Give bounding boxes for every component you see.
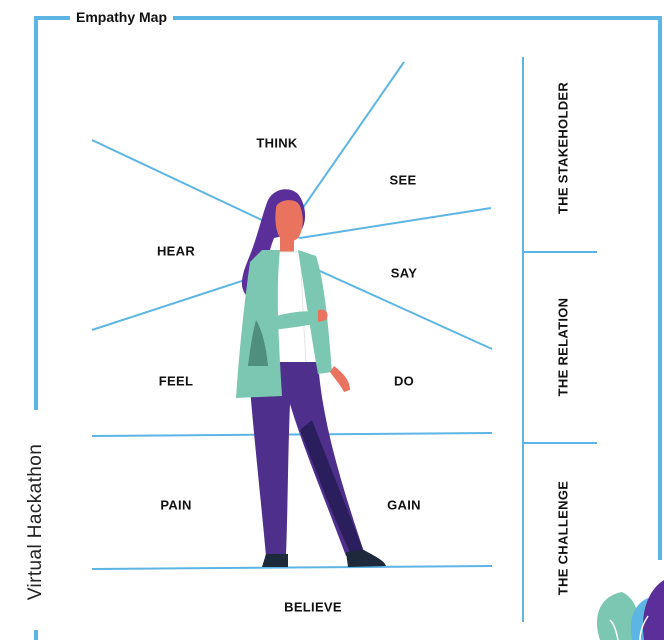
hand (318, 309, 328, 322)
divider-say-do (299, 261, 493, 350)
label-hear: HEAR (156, 243, 196, 259)
label-feel: FEEL (158, 373, 194, 389)
label-the-stakeholder: THE STAKEHOLDER (555, 81, 571, 215)
label-see: SEE (389, 172, 417, 188)
label-the-relation: THE RELATION (555, 297, 571, 397)
divider-think-see (299, 61, 405, 213)
jacket-shadow (248, 320, 268, 366)
right-shoe (346, 550, 386, 567)
label-say: SAY (390, 265, 418, 281)
map-title: Empathy Map (70, 9, 174, 25)
brand-label: Virtual Hackathon (25, 437, 47, 607)
face (275, 200, 303, 242)
divider-pain-believe (91, 565, 493, 570)
arm (270, 311, 322, 330)
woman-figure (236, 189, 386, 567)
pants-shadow (300, 420, 364, 552)
plant-leaf-green (596, 592, 639, 640)
divider-see-say (299, 207, 492, 239)
label-do: DO (393, 373, 415, 389)
left-shoe (262, 554, 288, 567)
right-hand (330, 366, 350, 392)
label-gain: GAIN (387, 497, 421, 513)
neck (280, 236, 294, 252)
jacket (236, 250, 282, 398)
plant-stem (609, 615, 649, 640)
section-dividers (91, 57, 597, 622)
plant-leaf-purple (642, 580, 664, 640)
divider-feel-pain (91, 432, 493, 437)
label-believe: BELIEVE (284, 599, 342, 615)
plant-decoration (596, 580, 664, 640)
label-think: THINK (256, 135, 298, 151)
map-frame (34, 16, 662, 640)
label-pain: PAIN (160, 497, 192, 513)
label-the-challenge: THE CHALLENGE (555, 480, 571, 596)
